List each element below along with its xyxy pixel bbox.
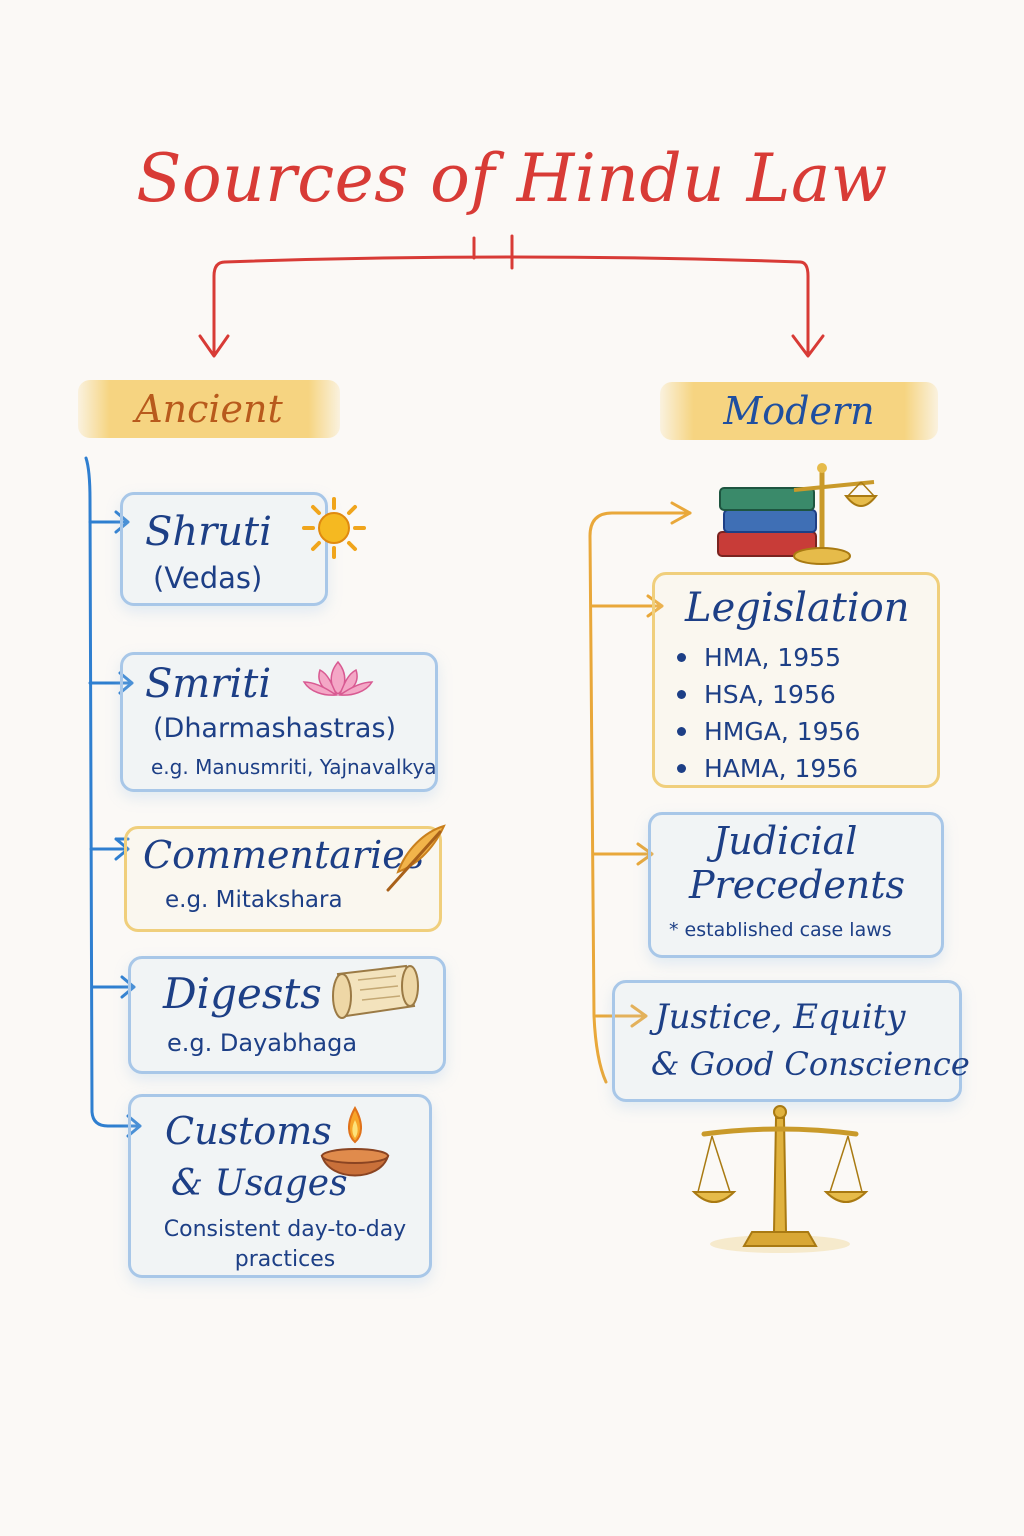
card-shruti-sub: (Vedas) bbox=[153, 561, 263, 595]
ancient-label: Ancient bbox=[78, 380, 340, 438]
card-shruti: Shruti (Vedas) bbox=[120, 492, 328, 606]
card-digests-heading: Digests bbox=[163, 969, 322, 1018]
card-customs-heading: Customs bbox=[165, 1109, 332, 1153]
card-shruti-heading: Shruti bbox=[145, 509, 272, 555]
modern-label: Modern bbox=[660, 382, 938, 440]
books-and-scales-icon bbox=[717, 463, 879, 565]
list-item: HAMA, 1956 bbox=[677, 750, 860, 787]
card-justice-equity: Justice, Equity & Good Conscience bbox=[612, 980, 970, 1102]
sun-icon bbox=[302, 497, 366, 559]
bullet-icon bbox=[677, 727, 686, 736]
card-judicial-note: * established case laws bbox=[669, 919, 892, 941]
card-commentaries-note: e.g. Mitakshara bbox=[165, 887, 343, 913]
list-item: HMA, 1955 bbox=[677, 639, 860, 676]
card-customs-sub: & Usages bbox=[171, 1163, 348, 1204]
lotus-icon bbox=[302, 660, 374, 696]
bullet-icon bbox=[677, 653, 686, 662]
card-judicial-heading-2: Precedents bbox=[689, 863, 906, 907]
bullet-icon bbox=[677, 690, 686, 699]
card-smriti: Smriti (Dharmashastras) e.g. Manusmriti,… bbox=[120, 652, 438, 792]
card-customs: Customs & Usages Consistent day-to-day p… bbox=[128, 1094, 432, 1278]
card-commentaries-heading: Commentaries bbox=[143, 833, 425, 877]
card-customs-note: Consistent day-to-day practices bbox=[163, 1217, 407, 1272]
diagram-title: Sources of Hindu Law bbox=[136, 140, 888, 217]
quill-icon bbox=[386, 824, 446, 892]
card-smriti-heading: Smriti bbox=[145, 661, 272, 707]
diya-lamp-icon bbox=[320, 1105, 390, 1177]
list-item: HSA, 1956 bbox=[677, 676, 860, 713]
card-justice-heading: Justice, Equity bbox=[655, 997, 906, 1037]
scroll-icon bbox=[332, 964, 419, 1019]
card-smriti-sub: (Dharmashastras) bbox=[153, 713, 397, 744]
legislation-acts-list: HMA, 1955 HSA, 1956 HMGA, 1956 HAMA, 195… bbox=[677, 639, 860, 787]
scales-of-justice-icon bbox=[691, 1105, 869, 1253]
card-legislation: Legislation HMA, 1955 HSA, 1956 HMGA, 19… bbox=[652, 572, 940, 788]
ancient-connector bbox=[84, 456, 142, 1138]
card-judicial-heading: Judicial bbox=[713, 819, 858, 863]
card-judicial-precedents: Judicial Precedents * established case l… bbox=[648, 812, 944, 958]
modern-connector bbox=[588, 501, 692, 1084]
card-commentaries: Commentaries e.g. Mitakshara bbox=[124, 826, 442, 932]
card-justice-heading-2: & Good Conscience bbox=[651, 1045, 970, 1083]
bullet-icon bbox=[677, 764, 686, 773]
card-digests-note: e.g. Dayabhaga bbox=[167, 1029, 358, 1057]
title-branch-arrows bbox=[198, 234, 825, 358]
card-smriti-note: e.g. Manusmriti, Yajnavalkya bbox=[151, 755, 437, 779]
card-legislation-heading: Legislation bbox=[685, 585, 910, 631]
list-item: HMGA, 1956 bbox=[677, 713, 860, 750]
